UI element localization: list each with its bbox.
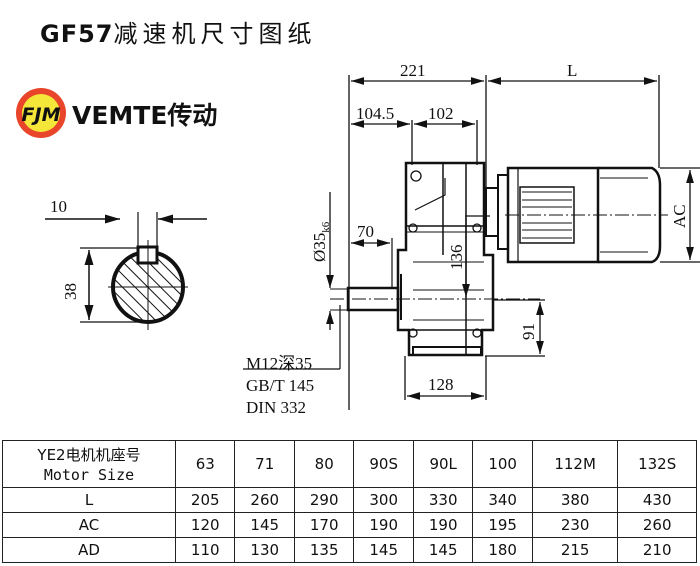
output-shaft (243, 192, 540, 370)
row-label: AC (2, 512, 176, 538)
size-cell: 112M (531, 440, 619, 488)
table-cell: 190 (353, 512, 414, 538)
table-cell: 380 (531, 487, 619, 513)
table-header-row: YE2电机机座号 Motor Size 63 71 80 90S 90L 100… (2, 440, 697, 488)
dim-AC: AC (670, 204, 689, 228)
table-cell: 210 (617, 537, 697, 563)
foot-dims (404, 299, 545, 400)
table-cell: 110 (174, 537, 236, 563)
table-cell: 120 (174, 512, 236, 538)
table-cell: 290 (293, 487, 355, 513)
table-cell: 145 (234, 512, 295, 538)
table-row-L: L 205 260 290 300 330 340 380 430 (2, 487, 697, 513)
header-en: Motor Size (43, 465, 135, 484)
motor-size-table: YE2电机机座号 Motor Size 63 71 80 90S 90L 100… (2, 440, 697, 563)
size-cell: 71 (234, 440, 295, 488)
dim-L: L (567, 61, 577, 80)
table-cell: 205 (174, 487, 236, 513)
table-row-AC: AC 120 145 170 190 190 195 230 260 (2, 512, 697, 538)
size-cell: 80 (293, 440, 355, 488)
page-title: GF57减速机尺寸图纸 (40, 14, 317, 49)
table-row-AD: AD 110 130 135 145 145 180 215 210 (2, 537, 697, 563)
table-cell: 215 (531, 537, 619, 563)
table-cell: 135 (293, 537, 355, 563)
dim-104-5: 104.5 (356, 104, 394, 123)
size-cell: 90S (353, 440, 414, 488)
row-label: AD (2, 537, 176, 563)
header-cn: YE2电机机座号 (37, 445, 141, 464)
table-cell: 180 (472, 537, 533, 563)
table-cell: 190 (412, 512, 474, 538)
brand-logo: FJM (16, 88, 66, 138)
table-cell: 430 (617, 487, 697, 513)
key-width-label: 10 (50, 197, 67, 216)
size-cell: 100 (472, 440, 533, 488)
dim-102: 102 (428, 104, 454, 123)
size-cell: 63 (174, 440, 236, 488)
dim-128: 128 (428, 375, 454, 394)
table-cell: 340 (472, 487, 533, 513)
table-cell: 130 (234, 537, 295, 563)
shaft-height-label: 38 (61, 283, 80, 300)
table-cell: 170 (293, 512, 355, 538)
dim-shaft-diameter: Ø35k6 (310, 221, 332, 262)
size-cell: 132S (617, 440, 697, 488)
row-label: L (2, 487, 176, 513)
note-gb: GB/T 145 (246, 376, 315, 395)
table-cell: 260 (617, 512, 697, 538)
table-cell: 300 (353, 487, 414, 513)
brand-name: VEMTE传动 (72, 101, 218, 130)
dim-91: 91 (519, 323, 538, 340)
table-cell: 330 (412, 487, 474, 513)
note-thread: M12深35 (246, 354, 313, 373)
motor-body (485, 166, 700, 264)
dim-70: 70 (357, 222, 374, 241)
gearbox-body (396, 161, 495, 357)
note-din: DIN 332 (246, 398, 306, 417)
table-cell: 145 (412, 537, 474, 563)
logo-text: FJM (22, 104, 61, 126)
header-cell-motor-size: YE2电机机座号 Motor Size (2, 440, 176, 488)
title-text: 减速机尺寸图纸 (113, 20, 317, 48)
shaft-cross-section (45, 212, 207, 330)
table-cell: 230 (531, 512, 619, 538)
table-cell: 260 (234, 487, 295, 513)
table-cell: 195 (472, 512, 533, 538)
top-dimensions (348, 75, 660, 410)
size-cell: 90L (412, 440, 474, 488)
dim-136: 136 (447, 245, 466, 271)
dimension-drawing: 10 38 221 L 104.5 102 (45, 61, 700, 410)
dim-221: 221 (400, 61, 426, 80)
model-name: GF57 (40, 20, 114, 48)
table-cell: 145 (353, 537, 414, 563)
